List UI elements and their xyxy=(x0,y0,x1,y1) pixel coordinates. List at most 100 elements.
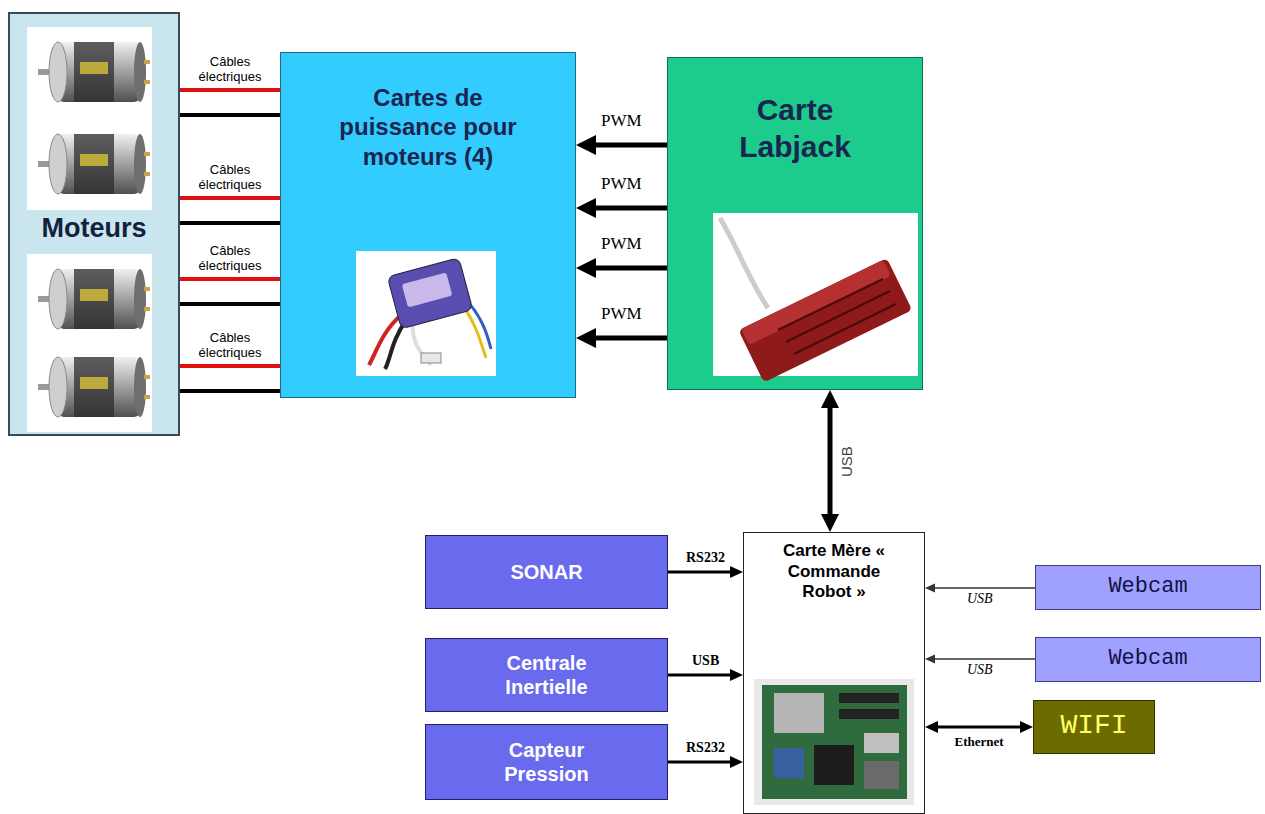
illustration-rect xyxy=(80,289,108,301)
connector-label: PWM xyxy=(599,174,644,194)
black-wire xyxy=(180,113,280,117)
illustration-rect xyxy=(762,685,907,799)
black-wire xyxy=(180,221,280,225)
webcam-box: Webcam xyxy=(1035,637,1261,682)
red-wire xyxy=(180,88,280,92)
illustration-rect xyxy=(144,60,150,64)
signal-arrow xyxy=(576,328,667,348)
red-wire xyxy=(180,196,280,200)
black-wire xyxy=(180,302,280,306)
node-label: Webcam xyxy=(1044,646,1252,673)
connector-label: USB xyxy=(965,662,995,678)
illustration-rect xyxy=(402,272,453,307)
illustration-rect xyxy=(144,375,150,379)
illustration-rect xyxy=(144,287,150,291)
arrow-head xyxy=(576,258,596,278)
illustration-line xyxy=(794,304,896,354)
arrow-head xyxy=(576,198,596,218)
illustration-rect xyxy=(421,353,441,363)
arrow-head xyxy=(1020,721,1033,733)
connector-label: PWM xyxy=(599,234,644,254)
illustration-rect xyxy=(144,80,150,84)
node-label: Centrale Inertielle xyxy=(481,651,612,700)
motherboard-box: Carte Mère « Commande Robot » xyxy=(743,532,925,814)
illustration-line xyxy=(778,279,883,330)
arrow-line xyxy=(668,761,731,764)
arrow-line xyxy=(937,726,1021,729)
connector-label: USB xyxy=(690,653,721,669)
illustration-ellipse xyxy=(49,269,67,329)
node-label: Carte Mère « Commande Robot » xyxy=(770,541,898,603)
illustration-rect xyxy=(774,693,824,733)
illustration-rect xyxy=(74,269,114,329)
node-label: Moteurs xyxy=(16,212,172,245)
illustration-ellipse xyxy=(49,134,67,194)
illustration-ellipse xyxy=(134,357,146,417)
arrow-head xyxy=(730,669,743,681)
arrow-head xyxy=(925,721,938,733)
illustration-rect xyxy=(839,693,899,703)
node-label: Carte Labjack xyxy=(708,92,882,165)
arrow-head xyxy=(925,584,935,593)
illustration-rect xyxy=(58,134,140,194)
power-cable xyxy=(180,198,280,223)
red-wire xyxy=(180,364,280,368)
arrow-head xyxy=(730,756,743,768)
connector-label: PWM xyxy=(599,111,644,131)
red-wire xyxy=(180,277,280,281)
illustration-rect xyxy=(27,254,152,432)
illustration-ellipse xyxy=(134,269,146,329)
node-label: Webcam xyxy=(1044,574,1252,601)
illustration-rect xyxy=(27,27,152,210)
illustration-ellipse xyxy=(134,42,146,102)
arrow-line xyxy=(828,407,833,515)
node-label: SONAR xyxy=(481,560,612,584)
arrow-line xyxy=(934,587,1035,589)
connector-label: Ethernet xyxy=(953,735,1006,750)
illustration-rect xyxy=(741,260,891,345)
arrow-line xyxy=(668,571,731,574)
illustration-ellipse xyxy=(49,42,67,102)
sensor-box: Capteur Pression xyxy=(425,724,668,800)
black-wire xyxy=(180,389,280,393)
node-label: Cartes de puissance pour moteurs (4) xyxy=(331,83,525,171)
connector-label: Câbles électriques xyxy=(183,55,277,85)
connector-label: USB xyxy=(965,591,995,607)
illustration-rect xyxy=(814,745,854,785)
illustration-rect xyxy=(74,357,114,417)
signal-arrow xyxy=(668,669,743,681)
sensor-box: SONAR xyxy=(425,535,668,609)
illustration-rect xyxy=(58,42,140,102)
signal-arrow xyxy=(668,566,743,578)
illustration-rect xyxy=(74,42,114,102)
arrow-head xyxy=(730,566,743,578)
node-label: Capteur Pression xyxy=(481,738,612,787)
arrow-line xyxy=(934,658,1035,660)
signal-arrow xyxy=(668,756,743,768)
illustration-rect xyxy=(144,395,150,399)
arrow-head xyxy=(576,328,596,348)
wifi-box: WIFI xyxy=(1033,700,1155,754)
power-cable xyxy=(180,90,280,115)
illustration-rect xyxy=(839,709,899,719)
webcam-box: Webcam xyxy=(1035,565,1261,610)
illustration-rect xyxy=(387,258,472,329)
illustration-rect xyxy=(864,761,899,789)
illustration-rect xyxy=(144,172,150,176)
connector-label: RS232 xyxy=(684,550,727,566)
illustration-rect xyxy=(144,307,150,311)
illustration-ellipse xyxy=(49,357,67,417)
connector-label: Câbles électriques xyxy=(183,331,277,361)
labjack-box: Carte Labjack xyxy=(667,57,923,390)
illustration-rect xyxy=(356,251,496,376)
arrow-head xyxy=(821,514,839,532)
connector-label: Câbles électriques xyxy=(183,163,277,193)
node-label: WIFI xyxy=(1040,709,1148,743)
signal-arrow xyxy=(576,198,667,218)
illustration-rect xyxy=(80,154,108,166)
illustration-rect xyxy=(738,258,912,382)
signal-arrow xyxy=(925,721,1033,733)
illustration-rect xyxy=(864,733,899,753)
